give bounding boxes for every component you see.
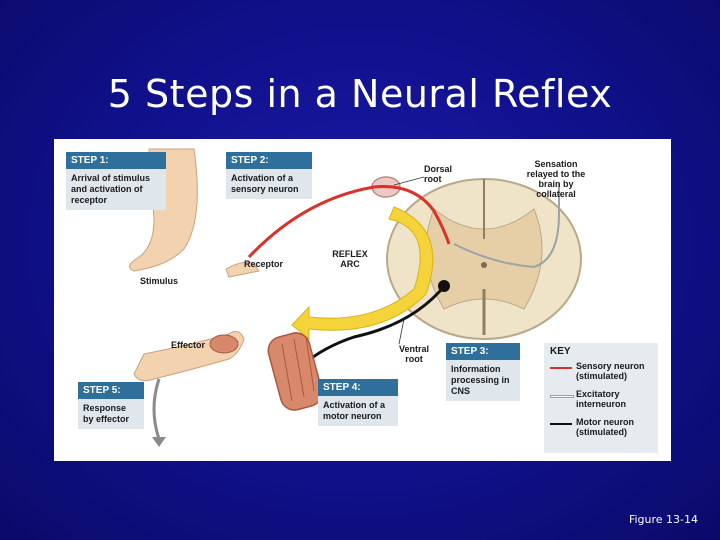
- dorsal-root-pointer: [393, 176, 425, 186]
- sensory-neuron-path: [247, 185, 451, 259]
- reflex-figure: STEP 1: Arrival of stimulus and activati…: [54, 139, 671, 461]
- step-4-box: STEP 4: Activation of a motor neuron: [318, 379, 398, 426]
- figure-caption: Figure 13-14: [628, 513, 698, 526]
- ventral-root-label: Ventral root: [398, 344, 429, 364]
- step-1-heading: STEP 1:: [66, 152, 166, 169]
- key-title: KEY: [550, 346, 571, 357]
- receptor-label: Receptor: [244, 259, 284, 269]
- reflex-arc-label: REFLEX ARC: [332, 249, 368, 269]
- step-3-text: Information processing in CNS: [446, 360, 520, 401]
- key-item-interneuron: Excitatory interneuron: [576, 389, 627, 409]
- stimulus-arm: [129, 148, 198, 272]
- reflex-illustration: [129, 148, 582, 447]
- key-item-sensory: Sensory neuron (stimulated): [576, 361, 645, 381]
- response-arrow: [152, 378, 161, 440]
- motor-neuron-path: [303, 283, 448, 366]
- step-2-text: Activation of a sensory neuron: [226, 169, 312, 199]
- step-3-heading: STEP 3:: [446, 343, 520, 360]
- effector-muscle: [209, 334, 239, 354]
- step-5-heading: STEP 5:: [78, 382, 144, 399]
- sensation-label: Sensation relayed to the brain by collat…: [526, 159, 586, 199]
- key-swatch-interneuron: [550, 395, 574, 398]
- effector-label: Effector: [171, 340, 206, 350]
- muscle-bundle: [267, 332, 323, 411]
- stimulus-label: Stimulus: [140, 276, 179, 286]
- step-2-box: STEP 2: Activation of a sensory neuron: [226, 152, 312, 199]
- collateral-path: [453, 184, 560, 269]
- dorsal-root-label: Dorsal root: [424, 164, 453, 184]
- ventral-root-pointer: [398, 318, 405, 345]
- step-4-heading: STEP 4:: [318, 379, 398, 396]
- key-legend: KEY Sensory neuron (stimulated) Excitato…: [544, 343, 658, 453]
- reflex-arc-arrow: [291, 206, 434, 341]
- step-3-box: STEP 3: Information processing in CNS: [446, 343, 520, 401]
- step-2-heading: STEP 2:: [226, 152, 312, 169]
- response-arrowhead: [152, 437, 166, 447]
- step-4-text: Activation of a motor neuron: [318, 396, 398, 426]
- step-1-box: STEP 1: Arrival of stimulus and activati…: [66, 152, 166, 210]
- step-5-box: STEP 5: Response by effector: [78, 382, 144, 429]
- slide-title: 5 Steps in a Neural Reflex: [107, 72, 613, 116]
- motor-neuron-body: [438, 280, 450, 292]
- receptor-hand: [225, 261, 260, 278]
- step-5-text: Response by effector: [78, 399, 144, 429]
- key-item-motor: Motor neuron (stimulated): [576, 417, 634, 437]
- key-swatch-motor: [550, 423, 572, 425]
- key-swatch-sensory: [550, 367, 572, 369]
- spinal-cord: [386, 178, 582, 340]
- step-1-text: Arrival of stimulus and activation of re…: [66, 169, 166, 210]
